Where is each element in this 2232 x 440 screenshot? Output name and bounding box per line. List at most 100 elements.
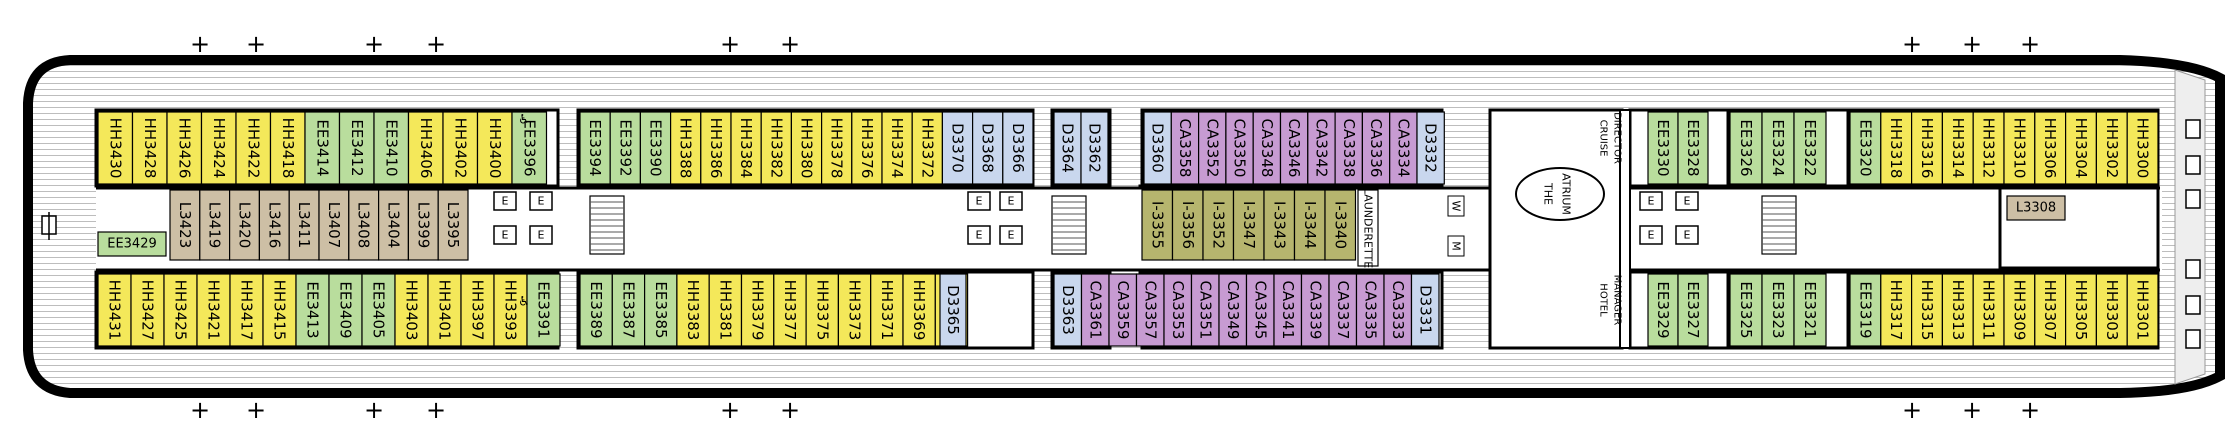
cabin-hh3422[interactable]: HH3422 [235, 111, 272, 185]
cabin-l3420[interactable]: L3420 [229, 189, 261, 261]
cabin-l3308[interactable]: L3308 [2006, 195, 2066, 221]
cabin-ee3321[interactable]: EE3321 [1793, 273, 1827, 347]
cabin-hh3317[interactable]: HH3317 [1880, 273, 1913, 347]
cabin-ee3319[interactable]: EE3319 [1849, 273, 1882, 347]
cabin-hh3371[interactable]: HH3371 [870, 273, 904, 347]
cabin-hh3375[interactable]: HH3375 [805, 273, 839, 347]
cabin-hh3417[interactable]: HH3417 [229, 273, 264, 347]
cabin-hh3373[interactable]: HH3373 [837, 273, 872, 347]
cabin-ca3352[interactable]: CA3352 [1197, 111, 1227, 185]
cabin-l3423[interactable]: L3423 [169, 189, 201, 261]
cabin-d3366[interactable]: D3366 [1002, 111, 1034, 185]
cabin-hh3369[interactable]: HH3369 [902, 273, 936, 347]
cabin-hh3425[interactable]: HH3425 [163, 273, 198, 347]
cabin-hh3376[interactable]: HH3376 [851, 111, 883, 185]
cabin-i-3355[interactable]: I-3355 [1141, 189, 1174, 261]
cabin-hh3400[interactable]: HH3400 [476, 111, 513, 185]
cabin-hh3383[interactable]: HH3383 [676, 273, 710, 347]
cabin-hh3379[interactable]: HH3379 [740, 273, 775, 347]
cabin-l3399[interactable]: L3399 [407, 189, 439, 261]
cabin-hh3384[interactable]: HH3384 [730, 111, 762, 185]
cabin-ee3391[interactable]: EE3391 [526, 273, 561, 347]
cabin-ca3349[interactable]: CA3349 [1218, 273, 1248, 347]
cabin-d3332[interactable]: D3332 [1416, 111, 1445, 185]
cabin-d3364[interactable]: D3364 [1053, 111, 1082, 185]
cabin-ee3387[interactable]: EE3387 [611, 273, 646, 347]
cabin-i-3343[interactable]: I-3343 [1263, 189, 1296, 261]
cabin-ee3396[interactable]: EE3396 [511, 111, 548, 185]
cabin-ca3353[interactable]: CA3353 [1163, 273, 1193, 347]
cabin-l3416[interactable]: L3416 [258, 189, 290, 261]
cabin-hh3310[interactable]: HH3310 [2003, 111, 2036, 185]
cabin-hh3418[interactable]: HH3418 [269, 111, 306, 185]
cabin-d3365[interactable]: D3365 [939, 273, 967, 347]
cabin-ca3336[interactable]: CA3336 [1361, 111, 1391, 185]
cabin-ee3385[interactable]: EE3385 [643, 273, 678, 347]
cabin-i-3352[interactable]: I-3352 [1202, 189, 1235, 261]
cabin-hh3313[interactable]: HH3313 [1941, 273, 1974, 347]
cabin-ca3359[interactable]: CA3359 [1108, 273, 1138, 347]
cabin-ca3357[interactable]: CA3357 [1135, 273, 1165, 347]
cabin-ca3342[interactable]: CA3342 [1307, 111, 1336, 185]
cabin-l3395[interactable]: L3395 [437, 189, 469, 261]
cabin-hh3377[interactable]: HH3377 [773, 273, 807, 347]
cabin-hh3388[interactable]: HH3388 [669, 111, 702, 185]
cabin-hh3378[interactable]: HH3378 [820, 111, 853, 185]
cabin-hh3300[interactable]: HH3300 [2126, 111, 2159, 185]
cabin-ee3326[interactable]: EE3326 [1729, 111, 1763, 185]
cabin-hh3309[interactable]: HH3309 [2003, 273, 2036, 347]
cabin-ee3405[interactable]: EE3405 [361, 273, 396, 347]
cabin-d3363[interactable]: D3363 [1053, 273, 1083, 347]
cabin-hh3381[interactable]: HH3381 [708, 273, 743, 347]
cabin-hh3374[interactable]: HH3374 [881, 111, 913, 185]
cabin-ee3327[interactable]: EE3327 [1677, 273, 1709, 347]
cabin-ee3324[interactable]: EE3324 [1761, 111, 1795, 185]
cabin-ca3361[interactable]: CA3361 [1080, 273, 1110, 347]
cabin-ee3328[interactable]: EE3328 [1677, 111, 1709, 185]
cabin-ca3334[interactable]: CA3334 [1389, 111, 1418, 185]
cabin-ee3412[interactable]: EE3412 [338, 111, 375, 185]
cabin-hh3424[interactable]: HH3424 [200, 111, 237, 185]
cabin-hh3302[interactable]: HH3302 [2095, 111, 2128, 185]
cabin-hh3428[interactable]: HH3428 [131, 111, 168, 185]
cabin-hh3382[interactable]: HH3382 [760, 111, 793, 185]
cabin-hh3311[interactable]: HH3311 [1972, 273, 2005, 347]
cabin-ee3392[interactable]: EE3392 [609, 111, 642, 185]
cabin-ca3339[interactable]: CA3339 [1300, 273, 1330, 347]
cabin-ee3409[interactable]: EE3409 [328, 273, 363, 347]
cabin-hh3427[interactable]: HH3427 [130, 273, 165, 347]
cabin-ee3322[interactable]: EE3322 [1793, 111, 1827, 185]
cabin-ca3351[interactable]: CA3351 [1190, 273, 1220, 347]
cabin-ee3329[interactable]: EE3329 [1647, 273, 1679, 347]
cabin-hh3305[interactable]: HH3305 [2065, 273, 2098, 347]
cabin-hh3402[interactable]: HH3402 [442, 111, 479, 185]
cabin-hh3403[interactable]: HH3403 [394, 273, 429, 347]
cabin-hh3372[interactable]: HH3372 [911, 111, 944, 185]
cabin-ca3337[interactable]: CA3337 [1328, 273, 1358, 347]
cabin-i-3347[interactable]: I-3347 [1232, 189, 1265, 261]
cabin-hh3397[interactable]: HH3397 [460, 273, 495, 347]
cabin-ee3323[interactable]: EE3323 [1761, 273, 1795, 347]
cabin-ca3335[interactable]: CA3335 [1355, 273, 1385, 347]
cabin-i-3340[interactable]: I-3340 [1324, 189, 1357, 261]
cabin-hh3301[interactable]: HH3301 [2126, 273, 2159, 347]
cabin-ee3325[interactable]: EE3325 [1729, 273, 1763, 347]
cabin-hh3304[interactable]: HH3304 [2065, 111, 2098, 185]
cabin-ee3320[interactable]: EE3320 [1849, 111, 1882, 185]
cabin-ca3350[interactable]: CA3350 [1225, 111, 1254, 185]
cabin-hh3318[interactable]: HH3318 [1880, 111, 1913, 185]
cabin-ee3330[interactable]: EE3330 [1647, 111, 1679, 185]
cabin-hh3393[interactable]: HH3393 [493, 273, 528, 347]
cabin-l3419[interactable]: L3419 [199, 189, 231, 261]
cabin-hh3315[interactable]: HH3315 [1910, 273, 1943, 347]
cabin-l3408[interactable]: L3408 [348, 189, 380, 261]
cabin-i-3344[interactable]: I-3344 [1293, 189, 1326, 261]
cabin-hh3303[interactable]: HH3303 [2095, 273, 2128, 347]
cabin-hh3306[interactable]: HH3306 [2034, 111, 2067, 185]
cabin-hh3386[interactable]: HH3386 [700, 111, 732, 185]
cabin-ca3346[interactable]: CA3346 [1279, 111, 1309, 185]
cabin-i-3356[interactable]: I-3356 [1171, 189, 1204, 261]
cabin-hh3314[interactable]: HH3314 [1941, 111, 1974, 185]
cabin-ee3390[interactable]: EE3390 [639, 111, 672, 185]
cabin-ca3358[interactable]: CA3358 [1170, 111, 1200, 185]
